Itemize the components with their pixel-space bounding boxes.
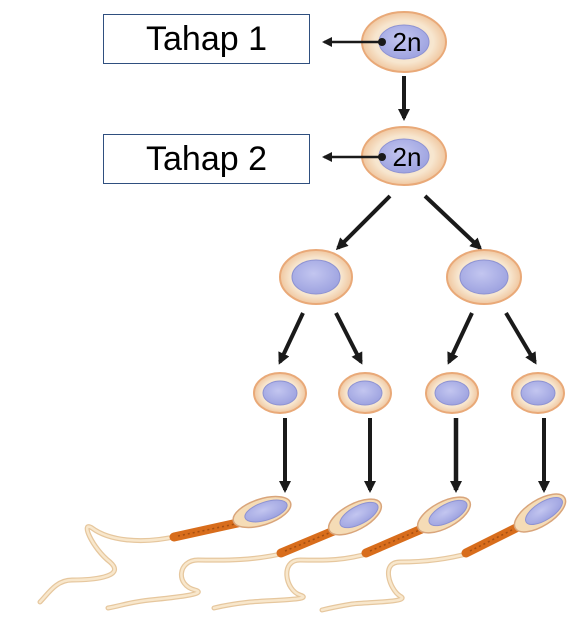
arrow-to-spermatid-4	[504, 311, 537, 365]
stage-1-label-box: Tahap 1	[103, 14, 310, 64]
arrow-to-secondary-left	[335, 194, 392, 251]
sperm-3	[211, 496, 472, 611]
sperm-4	[319, 493, 567, 613]
secondary-cell-right	[446, 249, 522, 305]
cell-stage-2	[361, 126, 447, 186]
pointer-arrow-stage-2	[322, 152, 386, 162]
stage-2-label: Tahap 2	[146, 139, 267, 178]
spermatid-1	[253, 372, 307, 414]
spermatid-3	[425, 372, 479, 414]
arrow-to-spermatid-2	[334, 312, 363, 365]
stage-1-label: Tahap 1	[146, 19, 267, 58]
sperm-1	[37, 495, 292, 605]
arrow-to-spermatid-3	[447, 312, 474, 365]
pointer-arrow-stage-1	[322, 37, 386, 47]
cell-stage-1	[361, 11, 447, 73]
spermatid-4	[511, 372, 565, 414]
ploidy-label-stage-1: 2n	[393, 27, 422, 57]
sperm-2	[105, 498, 383, 611]
ploidy-label-stage-2: 2n	[393, 142, 422, 172]
spermatid-2	[338, 372, 392, 414]
stage-2-label-box: Tahap 2	[103, 134, 310, 184]
arrow-to-secondary-right	[423, 194, 483, 251]
arrow-to-spermatid-1	[278, 312, 305, 365]
secondary-cell-left	[279, 249, 353, 305]
